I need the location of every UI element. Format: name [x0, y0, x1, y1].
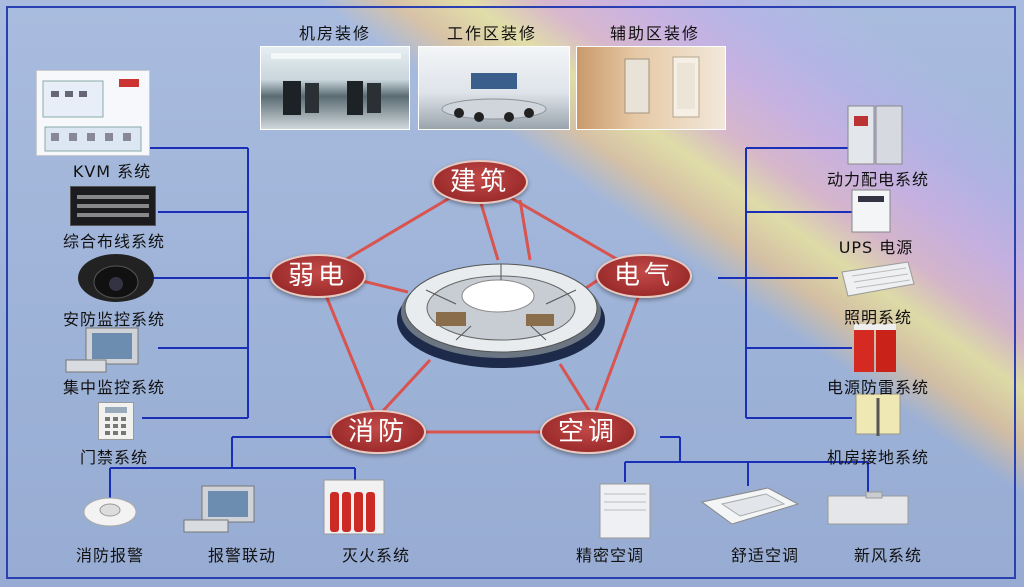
fresh-air-unit-icon [827, 491, 909, 525]
lighting-fixture-icon [841, 261, 915, 297]
node-architecture: 建筑 [432, 160, 528, 204]
label-precision-ac: 精密空调 [575, 546, 645, 565]
label-fire-suppression-system: 灭火系统 [341, 546, 411, 565]
access-control-keypad-image [98, 402, 134, 440]
photo-machine-room [260, 46, 410, 130]
node-electrical: 电气 [596, 254, 692, 298]
kvm-topology-icon [42, 79, 142, 152]
label-centralized-monitoring-system: 集中监控系统 [62, 378, 166, 397]
label-alarm-linkage: 报警联动 [207, 546, 277, 565]
node-weak-current: 弱电 [270, 254, 366, 298]
frame-border [6, 6, 1016, 579]
monitor-workstation-icon [65, 327, 139, 373]
security-camera-icon [78, 254, 154, 302]
data-center-building-icon [397, 263, 605, 368]
node-fire-protection: 消防 [330, 410, 426, 454]
machine-room-icon [271, 53, 401, 115]
fire-extinguishing-cylinders-icon [323, 479, 385, 535]
label-grounding-system: 机房接地系统 [826, 448, 930, 467]
label-power-distribution-system: 动力配电系统 [826, 170, 930, 189]
precision-ac-unit-icon [599, 483, 651, 539]
label-work-area-decoration: 工作区装修 [446, 24, 538, 43]
alarm-linkage-workstation-icon [183, 485, 255, 533]
surge-protector-icon [854, 324, 896, 372]
grounding-icon [855, 393, 901, 436]
work-area-icon [441, 73, 547, 122]
patch-panel-icon [77, 195, 149, 217]
power-distribution-cabinet-icon [847, 105, 903, 165]
cassette-ac-icon [700, 487, 800, 525]
photo-auxiliary-area [576, 46, 726, 130]
smoke-detector-icon [83, 497, 137, 527]
label-kvm-system: KVM 系统 [72, 162, 152, 181]
label-access-control-system: 门禁系统 [79, 448, 149, 467]
kvm-diagram-image [36, 70, 150, 156]
cabling-panel-image [70, 186, 156, 226]
label-security-monitoring-system: 安防监控系统 [62, 310, 166, 329]
node-air-conditioning: 空调 [540, 410, 636, 454]
label-fresh-air-system: 新风系统 [853, 546, 923, 565]
ups-unit-icon [851, 189, 891, 233]
label-lighting-system: 照明系统 [843, 308, 913, 327]
label-lightning-protection-system: 电源防雷系统 [826, 378, 930, 397]
label-machine-room-decoration: 机房装修 [298, 24, 372, 43]
photo-work-area [418, 46, 570, 130]
label-comfort-ac: 舒适空调 [730, 546, 800, 565]
label-fire-alarm: 消防报警 [75, 546, 145, 565]
label-cabling-system: 综合布线系统 [62, 232, 166, 251]
label-ups-power: UPS 电源 [838, 238, 914, 257]
keypad-icon [105, 407, 127, 435]
label-auxiliary-area-decoration: 辅助区装修 [609, 24, 701, 43]
auxiliary-area-icon [624, 56, 700, 118]
